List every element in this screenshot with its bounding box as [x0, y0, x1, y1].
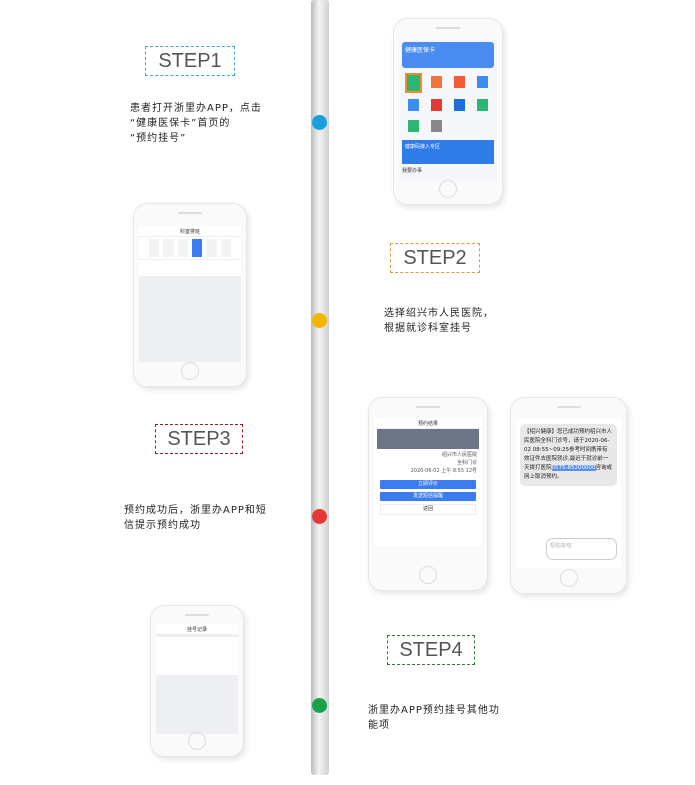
step4-label: STEP4 — [387, 635, 475, 665]
result-title: 预约结果 — [374, 418, 482, 429]
phone-appointment-result: 预约结果 绍兴市人民医院全科门诊 2020-06-02 上午 8:55 12号 立… — [368, 397, 488, 591]
sms-message: 【绍兴健康】您已成功预约绍兴市人民医院全科门诊号，请于2020-06-02 08… — [520, 424, 617, 486]
phone-department-schedule: 科室排班 — [133, 203, 247, 387]
doctor-row[interactable] — [139, 260, 241, 276]
timeline-dot-3 — [312, 509, 327, 524]
records-title: 挂号记录 — [156, 624, 238, 635]
department-value: 全科门诊 — [456, 460, 477, 466]
timeline-bar — [311, 0, 329, 775]
step3-label: STEP3 — [155, 424, 243, 454]
phone-registration-records: 挂号记录 — [150, 605, 244, 757]
record-card[interactable] — [156, 637, 238, 675]
hospital-value: 绍兴市人民医院 — [441, 452, 477, 458]
selected-date[interactable] — [191, 239, 203, 257]
step2-label: STEP2 — [390, 243, 480, 273]
step1-description: 患者打开浙里办APP，点击“健康医保卡”首页的“预约挂号” — [130, 103, 262, 144]
timeline-dot-4 — [312, 698, 327, 713]
phone-health-card: 健康医保卡 健康码接入专区 我要办事 — [393, 18, 503, 205]
success-banner — [377, 429, 479, 449]
timeline-dot-1 — [312, 115, 327, 130]
appointment-registration-tile[interactable] — [405, 73, 422, 93]
schedule-title: 科室排班 — [139, 226, 241, 237]
timeline-dot-2 — [312, 313, 327, 328]
sms-input[interactable]: 短信/彩信 — [546, 538, 617, 560]
sms-reminder-button[interactable]: 发送短信提醒 — [380, 492, 476, 501]
step1-label: STEP1 — [145, 46, 235, 76]
time-value: 2020-06-02 上午 8:55 12号 — [410, 468, 477, 474]
back-button[interactable]: 返回 — [380, 504, 476, 515]
sms-phone-link[interactable]: 0575-85200000 — [551, 465, 596, 471]
phone-sms: 【绍兴健康】您已成功预约绍兴市人民医院全科门诊号，请于2020-06-02 08… — [510, 397, 627, 594]
service-grid — [399, 71, 497, 137]
health-code-banner[interactable]: 健康码接入专区 — [402, 140, 494, 164]
rate-button[interactable]: 立即评价 — [380, 480, 476, 489]
step4-description: 浙里办APP预约挂号其他功能项 — [368, 705, 500, 731]
step3-description: 预约成功后，浙里办APP和短信提示预约成功 — [124, 505, 267, 531]
health-card-header: 健康医保卡 — [402, 42, 494, 68]
step2-description: 选择绍兴市人民医院，根据就诊科室挂号 — [384, 308, 494, 334]
services-section-title: 我要办事 — [402, 168, 423, 174]
